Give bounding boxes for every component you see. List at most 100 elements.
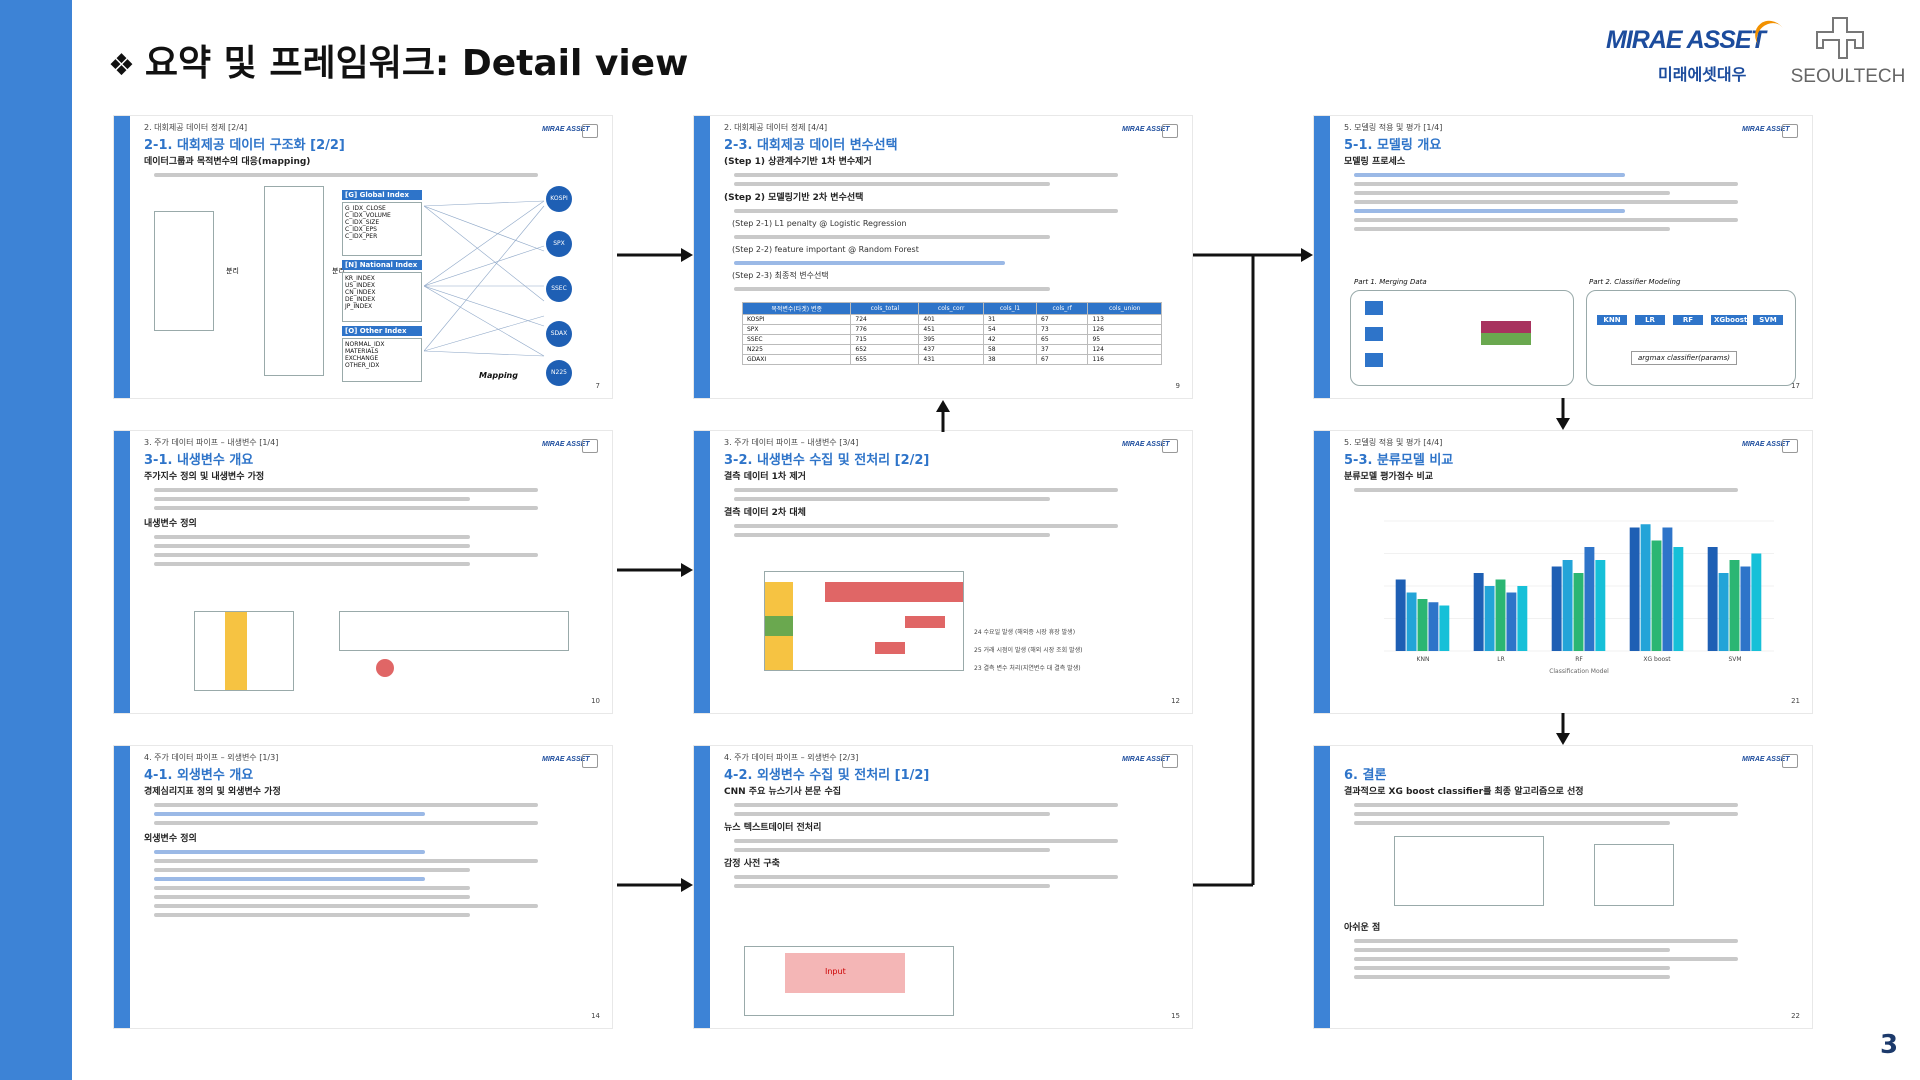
- chart-bar: [1640, 524, 1651, 651]
- merge-connector-arrow-icon: [1193, 248, 1313, 887]
- slide-thumbnail-endogenous-overview[interactable]: 3. 주가 데이터 파이프 – 내생변수 [1/4] 3-1. 내생변수 개요 …: [113, 430, 613, 714]
- slide-thumbnail-data-structure[interactable]: 2. 대회제공 데이터 정제 [2/4] 2-1. 대회제공 데이터 구조화 […: [113, 115, 613, 399]
- slide-page-no: 21: [1791, 697, 1800, 705]
- slide-mini-logo: MIRAE ASSET: [1742, 124, 1802, 140]
- slide-page-no: 12: [1171, 697, 1180, 705]
- slide-page-no: 17: [1791, 382, 1800, 390]
- slide-page-no: 9: [1175, 382, 1180, 390]
- price-table: [194, 611, 294, 691]
- slide-page-no: 15: [1171, 1012, 1180, 1020]
- split-label: 분리: [226, 267, 239, 275]
- part2-label: Part 2. Classifier Modeling: [1589, 278, 1681, 286]
- arrow-up-icon: [936, 400, 950, 432]
- slide-thumbnail-endogenous-preprocessing[interactable]: 3. 주가 데이터 파이프 – 내생변수 [3/4] 3-2. 내생변수 수집 …: [693, 430, 1193, 714]
- chart-bar: [1562, 560, 1573, 651]
- note: 24 수요일 발생 (해외증 시장 휴장 발생): [974, 629, 1076, 636]
- chart-x-tick-label: LR: [1497, 656, 1505, 663]
- source-table: [154, 211, 214, 331]
- missing-data-grid: [764, 571, 964, 671]
- split-label-2: 분리: [332, 267, 345, 275]
- mirae-logo-ko: 미래에셋대우: [1658, 65, 1747, 84]
- slide-thumbnail-variable-selection[interactable]: 2. 대회제공 데이터 정제 [4/4] 2-3. 대회제공 데이터 변수선택 …: [693, 115, 1193, 399]
- slide-body: 경제심리지표 정의 및 외생변수 가정 외생변수 정의: [144, 786, 596, 922]
- slide-thumbnail-model-comparison[interactable]: 5. 모델링 적용 및 평가 [4/4] 5-3. 분류모델 비교 MIRAE …: [1313, 430, 1813, 714]
- chart-bar: [1629, 527, 1640, 651]
- chart-bar: [1395, 579, 1406, 651]
- slide-crumb: 2. 대회제공 데이터 정제 [4/4]: [724, 123, 828, 132]
- slide-mini-logo: MIRAE ASSET: [542, 439, 602, 455]
- slide-thumbnail-conclusion[interactable]: 6. 결론 MIRAE ASSET 결과적으로 XG boost classif…: [1313, 745, 1813, 1029]
- arrow-right-icon: [617, 878, 693, 892]
- slide-title: 2-3. 대회제공 데이터 변수선택: [724, 138, 898, 153]
- slide-crumb: 5. 모델링 적용 및 평가 [4/4]: [1344, 438, 1443, 447]
- slide-crumb: 2. 대회제공 데이터 정제 [2/4]: [144, 123, 248, 132]
- slide-thumbnail-exogenous-overview[interactable]: 4. 주가 데이터 파이프 – 외생변수 [1/3] 4-1. 외생변수 개요 …: [113, 745, 613, 1029]
- slide-thumbnail-modeling-overview[interactable]: 5. 모델링 적용 및 평가 [1/4] 5-1. 모델링 개요 MIRAE A…: [1313, 115, 1813, 399]
- target-circle: KOSPI: [546, 186, 572, 212]
- title-bullet: ❖: [108, 48, 135, 83]
- mapping-lines: [424, 200, 545, 357]
- slide-body: 데이터그룹과 목적변수의 대응(mapping): [144, 156, 596, 182]
- slide-mini-logo: MIRAE ASSET: [542, 124, 602, 140]
- merging-data-panel: [1350, 290, 1574, 386]
- chart-bar: [1673, 547, 1684, 651]
- part1-label: Part 1. Merging Data: [1354, 278, 1427, 286]
- slide-body: 분류모델 평가점수 비교: [1344, 471, 1796, 497]
- note: 25 거래 시점이 발생 (해외 시장 조회 발생): [974, 647, 1083, 654]
- highlight-marker: [376, 659, 394, 677]
- left-accent-bar: [0, 0, 72, 1080]
- slide-title: 2-1. 대회제공 데이터 구조화 [2/2]: [144, 138, 345, 153]
- note: 23 결측 변수 처리(지연변수 대 결측 발생): [974, 665, 1081, 672]
- slide-mini-logo: MIRAE ASSET: [1122, 439, 1182, 455]
- slide-crumb: 3. 주가 데이터 파이프 – 내생변수 [1/4]: [144, 438, 279, 447]
- slide-mini-logo: MIRAE ASSET: [1742, 439, 1802, 455]
- target-circle: SSEC: [546, 276, 572, 302]
- chart-bar: [1551, 566, 1562, 651]
- slide-thumbnail-exogenous-preprocessing[interactable]: 4. 주가 데이터 파이프 – 외생변수 [2/3] 4-2. 외생변수 수집 …: [693, 745, 1193, 1029]
- slide-heading: 데이터그룹과 목적변수의 대응(mapping): [144, 157, 311, 167]
- slide-band: [114, 116, 130, 398]
- slide-mini-logo: MIRAE ASSET: [1742, 754, 1802, 770]
- slide-band: [694, 431, 710, 713]
- arrow-down-icon: [1556, 713, 1570, 745]
- chart-bar: [1707, 547, 1718, 651]
- chart-bar: [1740, 566, 1751, 651]
- chart-bar: [1439, 605, 1450, 651]
- arrow-right-icon: [617, 248, 693, 262]
- slide-mini-logo: MIRAE ASSET: [1122, 754, 1182, 770]
- chart-bar: [1751, 553, 1762, 651]
- slide-body: 모델링 프로세스: [1344, 156, 1796, 236]
- slide-band: [694, 746, 710, 1028]
- chart-x-tick-label: SVM: [1728, 656, 1741, 663]
- slide-crumb: 4. 주가 데이터 파이프 – 외생변수 [1/3]: [144, 753, 279, 762]
- slide-page-no: 7: [595, 382, 600, 390]
- seoultech-text: SEOULTECH: [1790, 66, 1906, 87]
- chart-bar: [1406, 592, 1417, 651]
- slide-title: 3-2. 내생변수 수집 및 전처리 [2/2]: [724, 453, 930, 468]
- chart-bar: [1729, 560, 1740, 651]
- chart-bar: [1484, 586, 1495, 651]
- slide-mini-logo: MIRAE ASSET: [542, 754, 602, 770]
- chart-bar: [1718, 573, 1729, 651]
- slide-page-no: 14: [591, 1012, 600, 1020]
- target-circle: SDAX: [546, 321, 572, 347]
- group-national: [N] National Index: [342, 260, 422, 270]
- group-other: [O] Other Index: [342, 326, 422, 336]
- chart-bar: [1573, 573, 1584, 651]
- slide-title: 6. 결론: [1344, 768, 1387, 783]
- chart-x-tick-label: KNN: [1417, 656, 1430, 663]
- slide-title: 4-1. 외생변수 개요: [144, 768, 254, 783]
- slide-band: [114, 431, 130, 713]
- slide-title: 5-1. 모델링 개요: [1344, 138, 1442, 153]
- mirae-asset-logo: MIRAE ASSET 미래에셋대우: [1606, 14, 1794, 86]
- news-matrix: Input: [744, 946, 954, 1016]
- chart-bar: [1473, 573, 1484, 651]
- slide-body: CNN 주요 뉴스기사 본문 수집 뉴스 텍스트데이터 전처리 감정 사전 구축: [724, 786, 1176, 893]
- variable-table: [264, 186, 324, 376]
- classifier-modeling-panel: KNN LR RF XGboost SVM argmax classifier(…: [1586, 290, 1796, 386]
